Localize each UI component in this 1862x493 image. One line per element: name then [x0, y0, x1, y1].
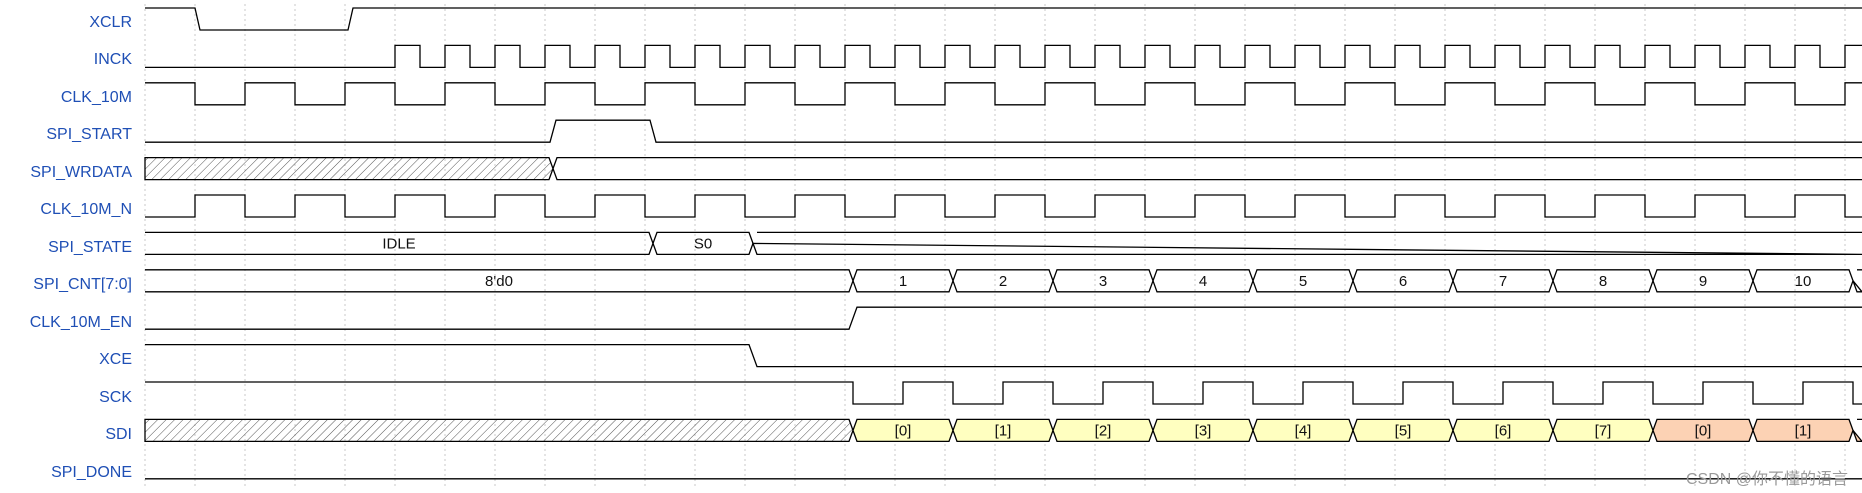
- wave-spi-cnt-text: 8: [1599, 273, 1607, 290]
- label-clk-10m-en: CLK_10M_EN: [30, 314, 132, 331]
- label-xclr: XCLR: [89, 14, 132, 31]
- wave-sdi-segment: [1052, 418, 1154, 443]
- wave-sdi-text: [2]: [1095, 422, 1112, 439]
- wave-spi-cnt-text: 6: [1399, 273, 1407, 290]
- wave-clk-10m-en: [145, 306, 1862, 330]
- wave-sdi-segment: [952, 418, 1054, 443]
- wave-spi-state-text: S0: [694, 235, 712, 252]
- wave-xclr: [145, 7, 1862, 31]
- wave-clk-10m-n: [145, 194, 1862, 218]
- wave-spi-wrdata-bus: [552, 156, 1862, 181]
- wave-sdi-segment: [1652, 418, 1754, 443]
- wave-sdi-text: [0]: [895, 422, 912, 439]
- wave-sdi-segment: [1852, 418, 1862, 443]
- wave-spi-cnt-text: 7: [1499, 273, 1507, 290]
- wave-spi-cnt-text: 5: [1299, 273, 1307, 290]
- label-clk-10m: CLK_10M: [61, 89, 132, 106]
- wave-sdi-segment: [1552, 418, 1654, 443]
- wave-spi-cnt-segment: [1252, 269, 1354, 293]
- signal-labels: XCLR INCK CLK_10M SPI_START SPI_WRDATA C…: [30, 14, 133, 481]
- wave-sdi-text: [4]: [1295, 422, 1312, 439]
- wave-sdi-segment: [1752, 418, 1854, 443]
- wave-sdi-segment: [1452, 418, 1554, 443]
- watermark: CSDN @你不懂的语言: [1685, 471, 1848, 488]
- wave-sdi-text: [6]: [1495, 422, 1512, 439]
- label-xce: XCE: [99, 351, 132, 368]
- wave-sdi-text: [1]: [1795, 422, 1812, 439]
- wave-spi-cnt-text: 8'd0: [485, 273, 513, 290]
- wave-spi-state-segment: [752, 231, 1862, 256]
- wave-spi-cnt-text: 3: [1099, 273, 1107, 290]
- wave-spi-cnt-segment: [1552, 269, 1654, 293]
- waveforms: IDLE S0 8'd0 1 2 3 4 5 6 7 8 9 10 [0] [1] [2] [3] [4] [5] […: [144, 7, 1862, 480]
- wave-sdi-segment: [852, 418, 954, 443]
- wave-sdi-segment: [1252, 418, 1354, 443]
- wave-sdi-text: [7]: [1595, 422, 1612, 439]
- wave-sdi-segment: [1352, 418, 1454, 443]
- wave-spi-state-segment: [652, 231, 754, 256]
- wave-spi-cnt-segment: [1852, 269, 1862, 293]
- label-spi-state: SPI_STATE: [48, 239, 132, 256]
- wave-sdi-undefined: [144, 418, 854, 443]
- label-spi-cnt: SPI_CNT[7:0]: [33, 276, 132, 293]
- wave-spi-state-text: IDLE: [382, 235, 415, 252]
- label-spi-wrdata: SPI_WRDATA: [30, 164, 132, 181]
- label-inck: INCK: [94, 51, 133, 68]
- wave-spi-cnt-segment: [1452, 269, 1554, 293]
- wave-spi-cnt-segment: [1052, 269, 1154, 293]
- wave-spi-cnt-segment: [852, 269, 954, 293]
- label-sck: SCK: [99, 389, 132, 406]
- wave-xce: [145, 343, 1862, 368]
- label-clk-10m-n: CLK_10M_N: [40, 201, 132, 218]
- wave-spi-cnt-segment: [1352, 269, 1454, 293]
- wave-clk-10m: [145, 82, 1862, 106]
- wave-spi-cnt-segment: [952, 269, 1054, 293]
- wave-sck: [145, 381, 1862, 405]
- wave-spi-start: [145, 119, 1862, 143]
- wave-sdi-text: [0]: [1695, 422, 1712, 439]
- label-sdi: SDI: [105, 426, 132, 443]
- wave-spi-cnt-text: 9: [1699, 273, 1707, 290]
- wave-spi-cnt-text: 10: [1795, 273, 1812, 290]
- wave-spi-cnt-text: 1: [899, 273, 907, 290]
- wave-spi-wrdata-undefined: [144, 156, 554, 181]
- wave-inck: [145, 44, 1862, 69]
- wave-spi-cnt-text: 4: [1199, 273, 1207, 290]
- wave-spi-cnt-text: 2: [999, 273, 1007, 290]
- label-spi-start: SPI_START: [46, 126, 132, 143]
- wave-spi-cnt-segment: [1652, 269, 1754, 293]
- wave-sdi-text: [5]: [1395, 422, 1412, 439]
- wave-sdi-text: [3]: [1195, 422, 1212, 439]
- label-spi-done: SPI_DONE: [51, 464, 132, 481]
- wave-spi-cnt-segment: [1752, 269, 1854, 293]
- wave-sdi-text: [1]: [995, 422, 1012, 439]
- wave-spi-cnt-segment: [1152, 269, 1254, 293]
- wave-sdi-segment: [1152, 418, 1254, 443]
